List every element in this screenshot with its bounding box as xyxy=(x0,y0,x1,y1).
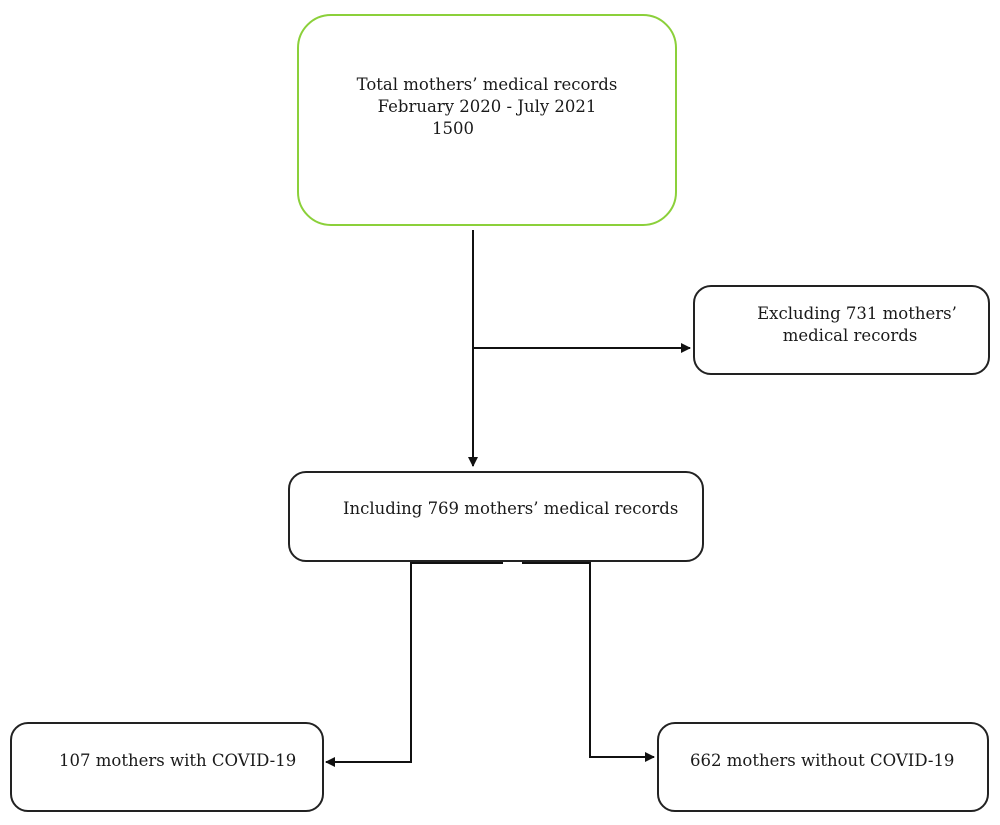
without-covid-label: 662 mothers without COVID-19 xyxy=(690,751,955,770)
excluded-records-line2: medical records xyxy=(782,326,918,345)
total-records-text: Total mothers’ medical records February … xyxy=(297,74,677,140)
arrow-included-to-covid xyxy=(325,562,503,767)
with-covid-box xyxy=(10,722,324,812)
with-covid-label: 107 mothers with COVID-19 xyxy=(59,751,297,770)
included-records-label: Including 769 mothers’ medical records xyxy=(343,499,679,518)
excluded-records-text: Excluding 731 mothers’ medical records xyxy=(710,303,990,347)
total-records-title: Total mothers’ medical records xyxy=(356,75,618,94)
total-records-box xyxy=(297,14,677,226)
included-records-box xyxy=(288,471,704,562)
excluded-records-box xyxy=(693,285,990,375)
without-covid-box xyxy=(657,722,989,812)
arrow-included-to-no-covid xyxy=(522,562,655,762)
total-records-count: 1500 xyxy=(432,119,474,138)
total-records-period: February 2020 - July 2021 xyxy=(377,97,597,116)
excluded-records-line1: Excluding 731 mothers’ xyxy=(757,304,957,323)
